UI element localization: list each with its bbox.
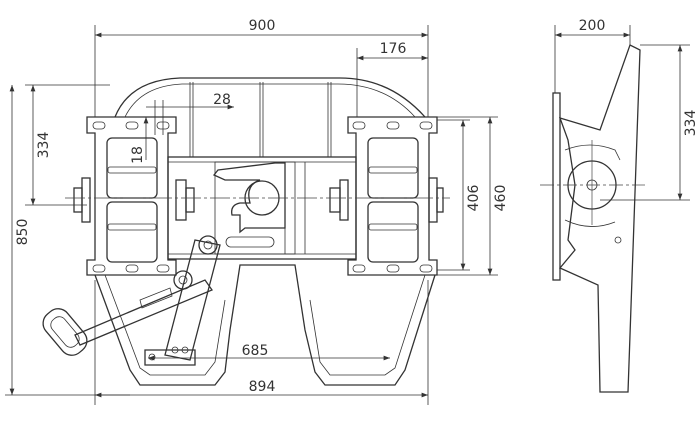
dim-176: 176 xyxy=(380,41,407,57)
dim-18: 18 xyxy=(130,146,146,164)
release-handle xyxy=(42,235,221,366)
dimension-lines xyxy=(5,25,690,405)
lock-jaw xyxy=(212,162,286,234)
left-plate-slots xyxy=(92,121,170,273)
dim-685: 685 xyxy=(242,343,269,359)
dim-894: 894 xyxy=(249,379,276,395)
lock-housing xyxy=(167,156,357,260)
dim-28: 28 xyxy=(213,92,231,108)
front-view xyxy=(42,77,450,386)
side-view xyxy=(540,44,645,393)
left-side-plate xyxy=(86,116,177,276)
top-arch xyxy=(114,77,426,118)
dim-334-right: 334 xyxy=(683,110,699,137)
right-plate-slots xyxy=(352,121,433,273)
base-frame xyxy=(94,264,436,386)
dimension-labels: 900 176 28 334 18 850 406 460 200 334 68… xyxy=(15,18,699,395)
right-side-plate xyxy=(347,116,438,276)
dim-406: 406 xyxy=(466,185,482,212)
dim-900: 900 xyxy=(249,18,276,34)
side-profile xyxy=(558,44,641,393)
side-mount-plate xyxy=(552,92,561,281)
dim-460: 460 xyxy=(493,185,509,212)
dim-850: 850 xyxy=(15,219,31,246)
dim-200: 200 xyxy=(579,18,606,34)
dim-334-left: 334 xyxy=(36,132,52,159)
